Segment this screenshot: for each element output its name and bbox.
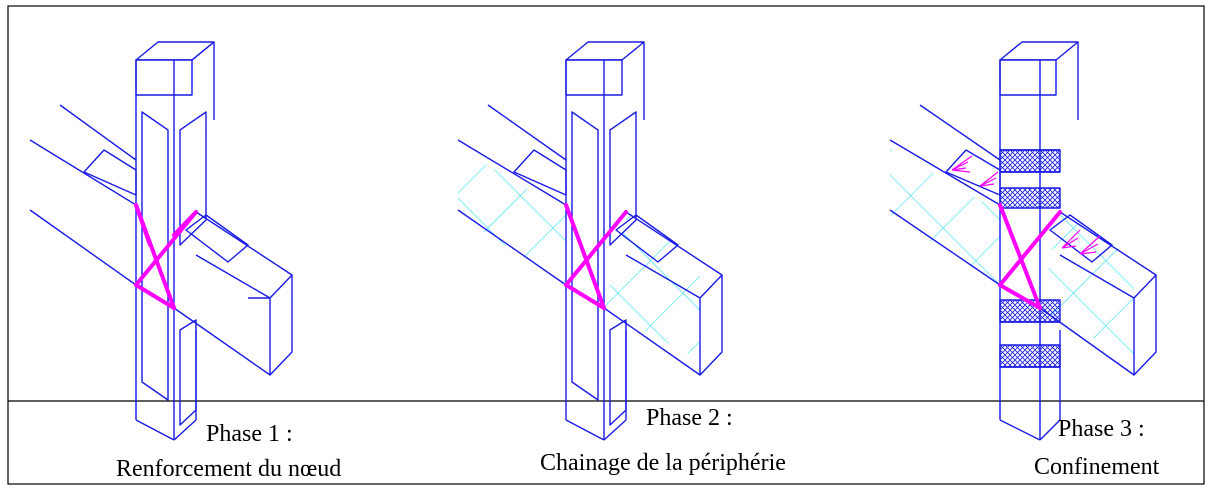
phase-2-drawing <box>457 41 723 441</box>
phase-2-mesh <box>458 148 700 360</box>
phase-3-reinforcement <box>998 203 1062 310</box>
phase-3-drawing <box>889 41 1157 441</box>
phase-3-subtitle: Confinement <box>1034 454 1160 480</box>
phase-2-reinforcement <box>564 203 628 310</box>
phase-1-reinforcement <box>134 203 198 310</box>
phase-2-subtitle: Chainage de la périphérie <box>540 450 786 476</box>
phase-3-anchors <box>951 155 1101 255</box>
phase-3-mesh <box>890 148 1134 360</box>
phase-1-drawing <box>29 41 293 441</box>
outer-border <box>7 5 1205 485</box>
phase-1-subtitle: Renforcement du nœud <box>116 456 341 482</box>
phase-1-title: Phase 1 : <box>206 421 293 447</box>
phase-3-title: Phase 3 : <box>1058 416 1145 442</box>
phase-2-title: Phase 2 : <box>646 405 733 431</box>
